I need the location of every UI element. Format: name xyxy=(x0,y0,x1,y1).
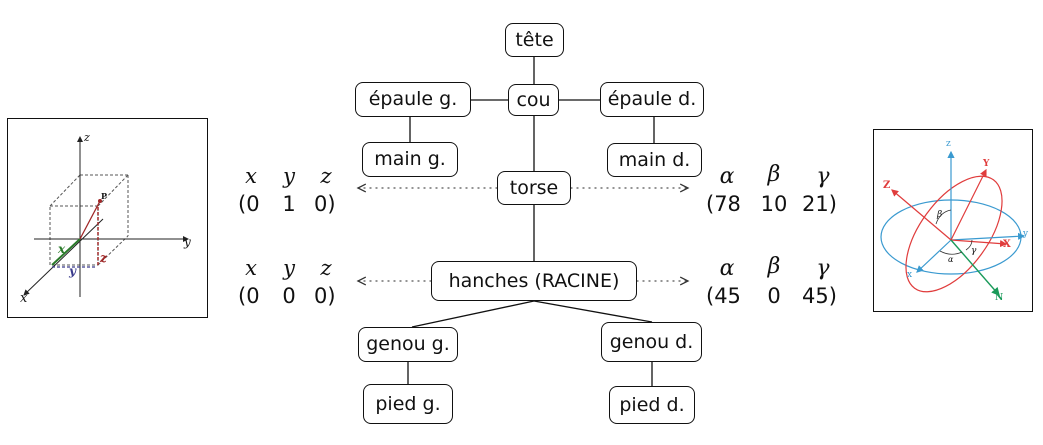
hips-label-gamma: γ xyxy=(816,256,830,281)
node-neck: cou xyxy=(508,84,559,116)
hips-value-y: 0 xyxy=(282,284,296,308)
hips-value-alpha: (45 xyxy=(706,284,741,308)
cartesian-axis-x-label: x xyxy=(20,291,28,306)
node-knee-right: genou d. xyxy=(601,322,702,362)
node-shoulder-left: épaule g. xyxy=(355,82,471,117)
node-head: tête xyxy=(505,23,564,57)
point-p-marker xyxy=(98,199,102,203)
node-hand-right: main d. xyxy=(607,143,702,177)
rotated-frame-plane xyxy=(905,175,1003,293)
node-foot-right: pied d. xyxy=(609,386,695,424)
torso-label-y: y xyxy=(283,164,295,188)
cartesian-comp-x-label: x xyxy=(58,242,66,256)
node-knee-left: genou g. xyxy=(358,327,458,362)
torso-value-x: (0 xyxy=(238,192,260,216)
torso-value-alpha: (78 xyxy=(706,192,741,216)
hips-value-z: 0) xyxy=(314,284,336,308)
cartesian-comp-y-label: y xyxy=(69,264,76,278)
node-foot-left: pied g. xyxy=(363,384,453,424)
torso-label-x: x xyxy=(245,164,257,188)
euler-axis-y-label: y xyxy=(1023,229,1029,239)
euler-angles-figure: z y x Y Z X N α β γ xyxy=(873,129,1033,312)
node-shoulder-right: épaule d. xyxy=(600,82,704,117)
hips-value-beta: 0 xyxy=(767,284,781,308)
torso-value-z: 0) xyxy=(314,192,336,216)
node-torso: torse xyxy=(497,171,571,205)
cartesian-axes-illustration xyxy=(23,136,189,297)
cartesian-axis-y-label: y xyxy=(184,235,191,249)
cartesian-comp-z-label: z xyxy=(100,251,107,265)
euler-axis-Z-label: Z xyxy=(883,180,891,191)
hips-label-beta: β xyxy=(767,254,781,279)
hips-value-gamma: 45) xyxy=(802,284,837,308)
torso-value-beta: 10 xyxy=(760,192,788,216)
cartesian-coordinates-figure: z y x P x y z xyxy=(7,118,208,318)
hips-label-z: z xyxy=(320,256,332,280)
cartesian-point-label: P xyxy=(101,191,108,201)
hips-label-y: y xyxy=(283,256,295,280)
link-hips-knee-left xyxy=(411,300,535,328)
euler-angles-illustration xyxy=(880,150,1026,297)
hips-value-x: (0 xyxy=(238,284,260,308)
torso-value-gamma: 21) xyxy=(802,192,837,216)
euler-node-line-label: N xyxy=(995,293,1004,303)
euler-axis-X-label: X xyxy=(1003,239,1011,250)
hips-label-x: x xyxy=(245,256,257,280)
torso-label-beta: β xyxy=(767,162,781,187)
euler-gamma-label: γ xyxy=(971,246,977,256)
euler-axis-Y-label: Y xyxy=(983,159,990,169)
torso-value-y: 1 xyxy=(282,192,296,216)
euler-beta-label: β xyxy=(937,210,943,220)
node-hand-left: main g. xyxy=(362,142,458,177)
torso-label-alpha: α xyxy=(719,164,735,189)
torso-label-z: z xyxy=(320,164,332,188)
position-vector xyxy=(79,200,101,240)
component-x-vector xyxy=(51,238,81,266)
torso-label-gamma: γ xyxy=(816,164,830,189)
node-hips-root: hanches (RACINE) xyxy=(431,261,637,301)
link-hips-knee-right xyxy=(533,300,653,323)
hips-label-alpha: α xyxy=(719,256,735,281)
euler-alpha-label: α xyxy=(948,255,954,264)
cartesian-axis-z-label: z xyxy=(84,131,90,144)
euler-axis-x-label: x xyxy=(907,270,913,280)
euler-axis-z-label: z xyxy=(946,139,951,149)
